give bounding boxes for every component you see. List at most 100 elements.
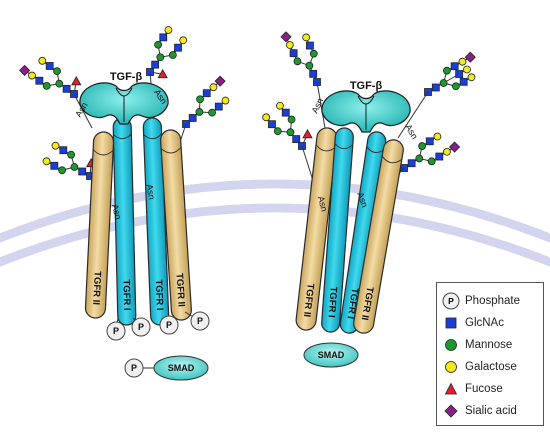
galactose-circle bbox=[302, 33, 311, 42]
receptor-right-tgfr-i-inner: TGFR I bbox=[321, 127, 354, 333]
receptor-type-ii-body bbox=[84, 131, 115, 319]
galactose-icon bbox=[437, 360, 465, 374]
receptor-type-ii-body bbox=[353, 139, 404, 334]
legend-label: Fucose bbox=[465, 383, 503, 395]
receptor-right-tgfr-ii-outer-2: TGFR II bbox=[353, 139, 404, 334]
phosphate-label: P bbox=[138, 322, 144, 332]
phosphate-label: P bbox=[166, 320, 172, 330]
receptors: TGFR II TGFR I TGFR I TGFR II TGFR II TGFR I T… bbox=[84, 117, 404, 334]
galactose-circle bbox=[28, 71, 36, 80]
glcnac-square bbox=[59, 146, 68, 155]
phosphate-icon: P bbox=[437, 291, 465, 311]
asn-label: Asn bbox=[403, 122, 420, 140]
n-glycan bbox=[173, 75, 230, 161]
legend-label: Phosphate bbox=[465, 295, 520, 307]
sialic-acid-diamond bbox=[448, 141, 461, 153]
phosphate-circle bbox=[159, 315, 179, 335]
legend-item-fucose: Fucose bbox=[437, 379, 543, 399]
phosphate-group: P bbox=[159, 315, 179, 335]
n-glycan bbox=[397, 51, 476, 139]
sialic-acid-diamond bbox=[214, 75, 226, 87]
mannose-circle bbox=[168, 51, 177, 59]
receptor-ii-label: TGFR II bbox=[90, 271, 103, 305]
mannose-circle bbox=[439, 79, 448, 87]
mannose-circle bbox=[415, 154, 424, 163]
smad-ellipse bbox=[153, 355, 209, 381]
tgf-beta-left bbox=[79, 82, 169, 125]
glcnac-square bbox=[62, 84, 71, 93]
phosphate-label: P bbox=[131, 363, 137, 373]
glcnac-square bbox=[431, 83, 440, 92]
legend-item-glcnac: GlcNAc bbox=[437, 313, 543, 333]
glcnac-square bbox=[45, 62, 54, 70]
receptor-type-ii-body bbox=[160, 129, 192, 321]
mannose-circle bbox=[427, 157, 436, 166]
galactose-circle bbox=[221, 96, 230, 105]
smad-unphosphorylated: SMAD bbox=[303, 342, 359, 368]
glcnac-square bbox=[159, 33, 168, 42]
n-glycan bbox=[379, 132, 461, 195]
mannose-circle bbox=[451, 82, 460, 91]
phosphate-circle bbox=[190, 311, 210, 331]
glcnac-square bbox=[455, 70, 464, 78]
galactose-circle bbox=[42, 157, 51, 166]
legend-item-sialic-acid: Sialic acid bbox=[437, 401, 543, 421]
mannose-circle bbox=[309, 49, 318, 58]
asn-label: Asn bbox=[110, 203, 124, 221]
mannose-circle bbox=[58, 166, 67, 175]
smad-ellipse bbox=[303, 342, 359, 368]
galactose-circle bbox=[51, 141, 60, 150]
phosphate-circle bbox=[106, 321, 126, 341]
legend-item-mannose: Mannose bbox=[437, 335, 543, 355]
legend-label: Sialic acid bbox=[465, 405, 517, 417]
glcnac-square bbox=[309, 69, 318, 78]
glcnac-square bbox=[450, 62, 459, 71]
mannose-circle bbox=[55, 79, 64, 88]
mannose-circle bbox=[42, 81, 51, 90]
glcnac-icon bbox=[437, 316, 465, 330]
glcnac-square bbox=[151, 60, 160, 69]
fucose-triangle bbox=[157, 68, 168, 79]
phosphate-group: P bbox=[131, 317, 151, 337]
receptor-i-label: TGFR I bbox=[153, 279, 165, 311]
fucose-icon bbox=[437, 382, 465, 396]
mannose-circle bbox=[286, 128, 295, 137]
receptor-ii-label: TGFR II bbox=[301, 283, 316, 318]
asn-label: Asn bbox=[144, 183, 157, 200]
mannose-circle bbox=[67, 150, 76, 159]
sialic-acid-diamond bbox=[464, 51, 476, 63]
galactose-circle bbox=[285, 41, 294, 49]
galactose-circle bbox=[467, 73, 476, 82]
glcnac-square bbox=[35, 76, 44, 85]
tgf-beta-ligands bbox=[79, 82, 411, 133]
asn-label: Asn bbox=[355, 191, 370, 209]
receptor-i-label: TGFR I bbox=[120, 279, 132, 310]
cell-membrane bbox=[0, 179, 550, 267]
mannose-circle bbox=[196, 95, 204, 104]
receptor-ii-label: TGFR II bbox=[174, 273, 187, 307]
mannose-circle bbox=[154, 40, 163, 49]
fucose-triangle bbox=[71, 76, 82, 86]
receptor-left-tgfr-ii-outer-2: TGFR II bbox=[160, 129, 192, 321]
mannose-circle bbox=[293, 57, 302, 66]
galactose-circle bbox=[463, 65, 471, 74]
tgf-beta-right bbox=[321, 90, 411, 133]
glcnac-square bbox=[188, 114, 197, 122]
sialic-acid-diamond bbox=[280, 31, 292, 43]
phosphate-group: P bbox=[124, 358, 144, 378]
glcnac-square bbox=[407, 159, 416, 168]
mannose-circle bbox=[156, 53, 165, 62]
mannose-circle bbox=[70, 163, 79, 171]
receptor-i-label: TGFR I bbox=[326, 286, 339, 318]
sialic-acid-icon bbox=[437, 404, 465, 418]
legend-item-galactose: Galactose bbox=[437, 357, 543, 377]
galactose-circle bbox=[179, 36, 188, 45]
receptor-right-tgfr-ii-outer: TGFR II bbox=[295, 127, 338, 331]
glcnac-square bbox=[425, 137, 434, 146]
galactose-circle bbox=[209, 83, 218, 92]
galactose-circle bbox=[262, 113, 271, 122]
